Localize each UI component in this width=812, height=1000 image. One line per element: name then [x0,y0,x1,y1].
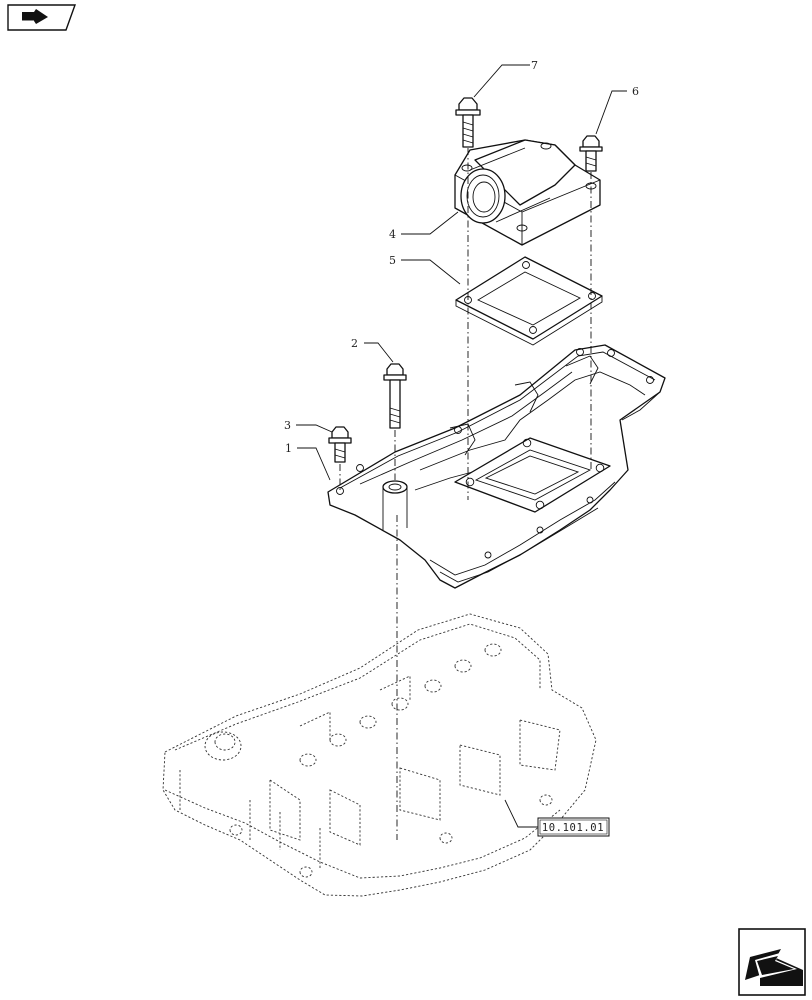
screw-3 [328,426,352,463]
callout-2: 2 [351,337,358,350]
callout-4: 4 [389,228,396,241]
reference-box[interactable]: 10.101.01 [537,817,610,837]
callout-3: 3 [284,419,291,432]
screw-7 [455,97,481,148]
cylinder-head-outline [162,613,597,897]
intake-manifold [327,344,666,589]
assembly-lines [339,148,592,840]
intake-elbow [454,139,601,246]
callout-6: 6 [632,85,639,98]
screw-2 [383,363,407,429]
screw-6 [579,135,603,172]
gasket [455,256,603,346]
next-page-arrow-icon[interactable] [738,928,806,996]
callout-7: 7 [531,59,538,72]
leader-lines [296,64,627,828]
reference-label: 10.101.01 [542,822,604,834]
callout-5: 5 [389,254,396,267]
book-arrow-icon[interactable] [7,4,76,31]
callout-1: 1 [285,442,292,455]
